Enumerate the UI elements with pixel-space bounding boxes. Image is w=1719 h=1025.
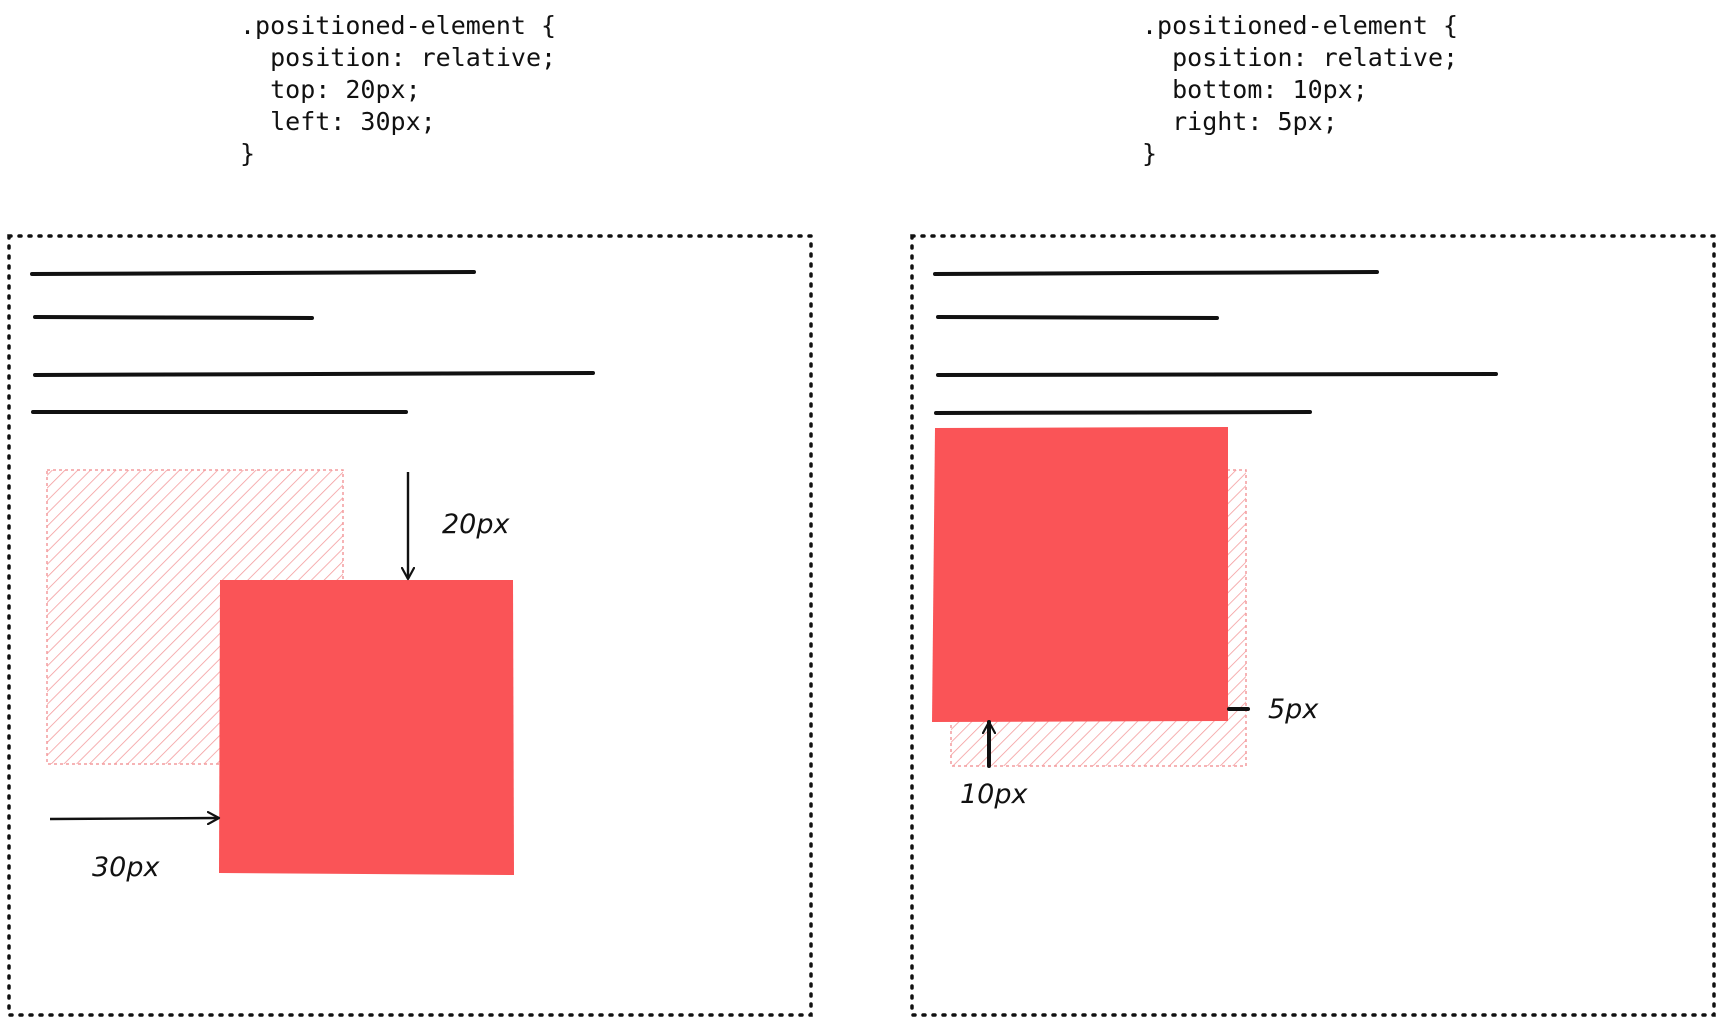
- text-lines-right: [933, 270, 1498, 415]
- text-lines-left: [30, 270, 595, 414]
- container-box-right: [910, 234, 1716, 1017]
- code-line: .positioned-element {: [1142, 11, 1459, 40]
- positioned-element-left: [219, 580, 514, 875]
- left-panel: 20px 30px: [7, 234, 813, 1017]
- code-line: right: 5px;: [1142, 107, 1338, 136]
- code-snippet-right: .positioned-element { position: relative…: [1142, 10, 1458, 170]
- right-panel: 5px 10px: [910, 234, 1716, 1017]
- bottom-offset-label: 10px: [960, 779, 1028, 810]
- code-line: bottom: 10px;: [1142, 75, 1368, 104]
- left-offset-label: 30px: [92, 852, 160, 883]
- code-line: }: [1142, 139, 1158, 168]
- text-line: [933, 270, 1379, 276]
- text-line: [30, 270, 476, 276]
- text-line: [33, 315, 314, 320]
- code-line: top: 20px;: [240, 75, 421, 104]
- code-line: }: [240, 139, 256, 168]
- text-line: [936, 315, 1219, 320]
- code-line: position: relative;: [240, 43, 557, 72]
- container-box-left: [7, 234, 813, 1017]
- text-line: [934, 410, 1312, 415]
- code-line: .positioned-element {: [240, 11, 557, 40]
- top-offset-label: 20px: [442, 509, 510, 540]
- left-offset-arrow: [49, 818, 219, 819]
- positioned-element-right: [932, 427, 1228, 722]
- code-line: left: 30px;: [240, 107, 436, 136]
- text-line: [936, 372, 1498, 377]
- text-line: [33, 371, 595, 377]
- code-line: position: relative;: [1142, 43, 1459, 72]
- right-offset-label: 5px: [1268, 694, 1319, 725]
- code-snippet-left: .positioned-element { position: relative…: [240, 10, 556, 170]
